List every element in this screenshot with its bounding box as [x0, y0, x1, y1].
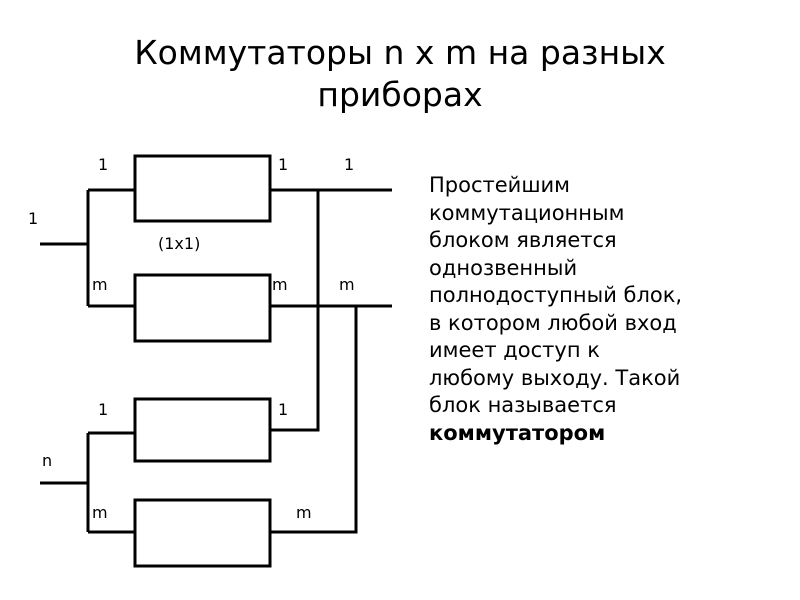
label-top-in: 1	[98, 155, 108, 174]
label-mid-in: m	[92, 275, 108, 294]
description-line: коммутационным	[429, 200, 625, 225]
label-group2-top-out: 1	[278, 400, 288, 419]
wiring	[40, 188, 392, 534]
label-bottom-in: m	[92, 503, 108, 522]
switch-block-2	[133, 273, 272, 343]
label-mid-out: m	[272, 275, 288, 294]
title-line-1: Коммутаторы n x m на разных	[134, 33, 666, 72]
description-line: полнодоступный блок,	[429, 283, 683, 307]
description-line: блоком является	[429, 228, 617, 252]
description-line: однозвенный	[429, 255, 578, 280]
description-line: имеет доступ к	[429, 338, 600, 362]
label-bottom-out: m	[296, 503, 312, 522]
description-line: в котором любой вход	[429, 310, 677, 335]
label-mid-bus: m	[339, 275, 355, 294]
description-emphasis: коммутатором	[429, 420, 606, 445]
label-top-out: 1	[278, 155, 288, 174]
switch-block-3	[133, 397, 272, 463]
slide-title: Коммутаторы n x m на разных приборах	[0, 32, 800, 116]
switch-block-4	[133, 498, 272, 568]
label-group1-input: 1	[28, 209, 38, 228]
description-line: любому выходу. Такой	[429, 365, 681, 390]
box3-out-wire	[270, 190, 320, 432]
box4-out-wire	[270, 306, 358, 534]
switch-block-1	[133, 154, 272, 223]
description-line: Простейшим	[429, 173, 571, 197]
title-line-2: приборах	[317, 75, 483, 114]
description-line: блок называется	[429, 393, 617, 417]
label-group2-input: n	[42, 451, 52, 470]
label-group2-top-in: 1	[98, 400, 108, 419]
label-top-bus: 1	[344, 155, 354, 174]
label-box-caption: (1x1)	[158, 234, 200, 253]
description-text: Простейшим коммутационным блоком являетс…	[429, 172, 789, 447]
